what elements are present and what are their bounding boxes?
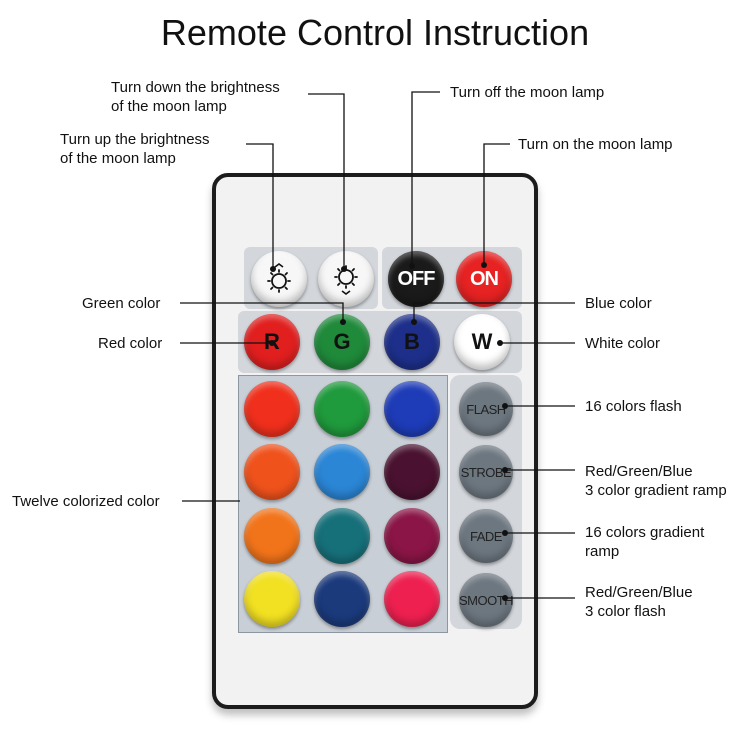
label-twelve-colors: Twelve colorized color xyxy=(12,493,160,510)
label-brightness-up: Turn up the brightness of the moon lamp xyxy=(60,131,210,167)
label-fade: 16 colors gradient ramp xyxy=(585,524,705,560)
label-blue-color: Blue color xyxy=(585,295,652,312)
smooth-button[interactable]: SMOOTH xyxy=(459,573,514,627)
white-button[interactable]: W xyxy=(454,314,510,370)
label-strobe: Red/Green/Blue 3 color gradient ramp xyxy=(585,463,727,499)
color-button-3[interactable] xyxy=(384,381,440,437)
remote-control: OFF ON R G B W FLASH STROBE FADE SMOOTH xyxy=(212,173,538,709)
color-button-4[interactable] xyxy=(244,444,300,500)
color-button-10[interactable] xyxy=(244,571,300,627)
label-off-lamp: Turn off the moon lamp xyxy=(450,84,605,101)
brightness-up-icon xyxy=(267,263,291,293)
blue-button[interactable]: B xyxy=(384,314,440,370)
label-smooth: Red/Green/Blue 3 color flash xyxy=(585,584,693,620)
color-button-11[interactable] xyxy=(314,571,370,627)
label-on-lamp: Turn on the moon lamp xyxy=(518,136,673,153)
label-brightness-down: Turn down the brightness of the moon lam… xyxy=(111,79,280,115)
color-button-6[interactable] xyxy=(384,444,440,500)
strobe-button[interactable]: STROBE xyxy=(459,445,513,499)
brightness-down-button[interactable] xyxy=(318,251,374,307)
brightness-up-button[interactable] xyxy=(251,251,307,307)
flash-button[interactable]: FLASH xyxy=(459,382,513,436)
color-button-9[interactable] xyxy=(384,508,440,564)
brightness-down-icon xyxy=(334,265,358,295)
color-button-5[interactable] xyxy=(314,444,370,500)
color-button-2[interactable] xyxy=(314,381,370,437)
off-button[interactable]: OFF xyxy=(388,251,444,307)
green-button[interactable]: G xyxy=(314,314,370,370)
red-button[interactable]: R xyxy=(244,314,300,370)
label-flash: 16 colors flash xyxy=(585,398,682,415)
fade-button[interactable]: FADE xyxy=(459,509,513,563)
color-button-8[interactable] xyxy=(314,508,370,564)
page-title: Remote Control Instruction xyxy=(160,12,590,53)
label-white-color: White color xyxy=(585,335,661,352)
on-button[interactable]: ON xyxy=(456,251,512,307)
color-button-1[interactable] xyxy=(244,381,300,437)
color-button-12[interactable] xyxy=(384,571,440,627)
color-button-7[interactable] xyxy=(244,508,300,564)
label-red-color: Red color xyxy=(98,335,163,352)
label-green-color: Green color xyxy=(82,295,161,312)
